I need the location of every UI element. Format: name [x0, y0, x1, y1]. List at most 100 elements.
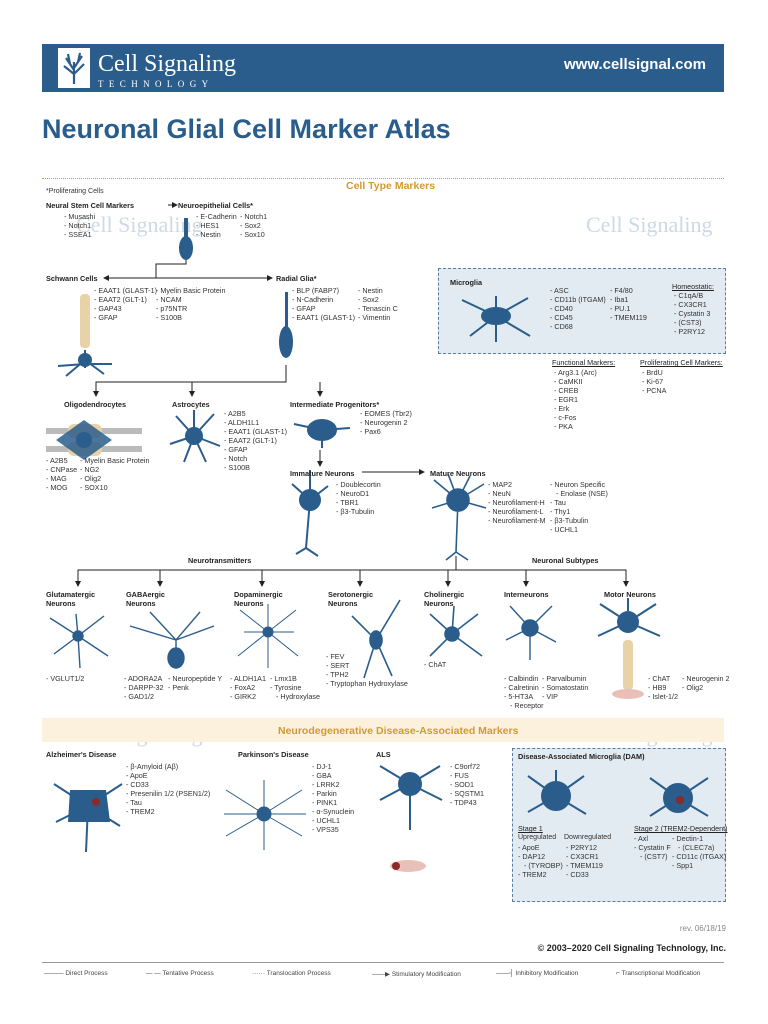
marker: ChAT: [648, 674, 678, 683]
marker: VGLUT1/2: [46, 674, 84, 683]
marker: Parkin: [312, 789, 354, 798]
parkinsons-markers: DJ-1 GBA LRRK2 Parkin PINK1 α-Synuclein …: [312, 762, 354, 834]
mature-markers-b: Neuron Specific Enolase (NSE) Tau Thy1 β…: [550, 480, 608, 534]
marker: EAAT2 (GLT-1): [94, 295, 157, 304]
marker: Dectin-1: [672, 834, 726, 843]
serotonergic-neuron-icon: [351, 599, 401, 679]
intermediate-progenitor-icon: [293, 419, 351, 448]
marker: NeuN: [488, 489, 546, 498]
marker: ChAT: [424, 660, 446, 669]
dam-stage2: Stage 2 (TREM2-Dependent): [634, 824, 728, 833]
marker: S100B: [224, 463, 287, 472]
marker: DARPP-32: [124, 683, 163, 692]
proliferating-heading: Proliferating Cell Markers:: [640, 358, 723, 367]
marker: GAD1/2: [124, 692, 164, 701]
dopaminergic-markers-b: Lmx1B Tyrosine Hydroxylase: [270, 674, 320, 701]
gabaergic-neuron-icon: [129, 611, 215, 669]
dam-label: Disease-Associated Microglia (DAM): [518, 752, 645, 761]
immature-neuron-icon: [291, 470, 329, 557]
microglia-markers-b: F4/80 Iba1 PU.1 TMEM119: [610, 286, 647, 322]
marker: Iba1: [610, 295, 647, 304]
marker: (CLEC7a): [672, 843, 726, 852]
marker: CD33: [126, 780, 210, 789]
marker: ApoE: [126, 771, 210, 780]
marker: ALDH1A1: [230, 674, 266, 683]
marker: F4/80: [610, 286, 647, 295]
marker: Neurogenin 2: [360, 418, 412, 427]
parkinsons-label: Parkinson's Disease: [238, 750, 309, 759]
marker: Notch1: [64, 221, 95, 230]
microglia-cell-icon: [461, 296, 531, 342]
marker: Cystatin F: [634, 843, 670, 852]
marker: Cystatin 3: [674, 309, 710, 318]
legend-tentative: — — Tentative Process: [146, 970, 214, 977]
section-divider: [42, 178, 724, 180]
marker: Neurofilament-M: [488, 516, 545, 525]
website-link[interactable]: www.cellsignal.com: [564, 56, 706, 73]
marker: ApoE: [518, 843, 563, 852]
marker: FoxA2: [230, 683, 266, 692]
motor-markers-b: Neurogenin 2 Olig2: [682, 674, 729, 692]
proliferating-markers: BrdU Ki-67 PCNA: [642, 368, 666, 395]
brand-title: Cell Signaling: [98, 51, 236, 77]
marker: CX3CR1: [566, 852, 603, 861]
parkinsons-neuron-icon: [224, 780, 306, 850]
brand-subtitle: TECHNOLOGY: [98, 79, 214, 89]
dam-upregulated: ApoE DAP12 (TYROBP) TREM2: [518, 843, 563, 879]
header: Cell Signaling TECHNOLOGY www.cellsignal…: [0, 0, 768, 100]
als-neuron-icon: [379, 765, 443, 872]
marker: EAAT1 (GLAST-1): [292, 313, 355, 322]
marker: (TYROBP): [518, 861, 562, 870]
dam-stage1: Stage 1: [518, 824, 543, 833]
motor-neurons-label: Motor Neurons: [604, 590, 656, 599]
marker: β3-Tubulin: [336, 507, 381, 516]
marker: Calbindin: [504, 674, 544, 683]
marker: MAG: [46, 474, 77, 483]
cholinergic-neuron-icon: [429, 605, 483, 657]
marker: FEV: [326, 652, 408, 661]
section-title-cell-types: Cell Type Markers: [346, 180, 436, 192]
motor-neuron-icon: [597, 598, 661, 699]
marker: NeuroD1: [336, 489, 381, 498]
marker: Sox2: [358, 295, 398, 304]
marker: Thy1: [550, 507, 608, 516]
neuroepithelial-markers-b: Notch1 Sox2 Sox10: [240, 212, 267, 239]
marker: Arg3.1 (Arc): [554, 368, 597, 377]
marker: S100B: [156, 313, 226, 322]
astrocytes-label: Astrocytes: [172, 400, 210, 409]
marker: β3-Tubulin: [550, 516, 608, 525]
neuroepithelial-label: Neuroepithelial Cells*: [178, 201, 254, 210]
marker: DAP12: [518, 852, 563, 861]
marker: GFAP: [292, 304, 355, 313]
marker: A2B5: [224, 409, 287, 418]
legend-direct: ——— Direct Process: [44, 970, 108, 977]
marker: Lmx1B: [270, 674, 320, 683]
marker: ASC: [550, 286, 606, 295]
marker: HES1: [196, 221, 237, 230]
neurotransmitters-label: Neurotransmitters: [188, 556, 252, 565]
intermediate-progenitors-label: Intermediate Progenitors*: [290, 400, 380, 409]
revision-date: rev. 06/18/19: [679, 924, 726, 933]
neuroepithelial-cell-icon: [179, 218, 193, 260]
dam-stage2-markers-a: Axl Cystatin F (CST7): [634, 834, 671, 861]
marker: NCAM: [156, 295, 226, 304]
oligodendrocytes-markers-a: A2B5 CNPase MAG MOG: [46, 456, 77, 492]
schwann-markers-a: EAAT1 (GLAST-1) EAAT2 (GLT-1) GAP43 GFAP: [94, 286, 157, 322]
astrocyte-icon: [169, 410, 221, 463]
watermark: Cell Signaling: [76, 212, 203, 237]
marker: Nestin: [196, 230, 237, 239]
oligodendrocytes-markers-b: Myelin Basic Protein NG2 Olig2 SOX10: [80, 456, 150, 492]
marker: Penk: [168, 683, 222, 692]
marker: C9orf72: [450, 762, 484, 771]
copyright: © 2003–2020 Cell Signaling Technology, I…: [537, 943, 726, 953]
marker: Enolase (NSE): [550, 489, 608, 498]
gabaergic-markers-a: ADORA2A DARPP-32 GAD1/2: [124, 674, 164, 701]
marker: NG2: [80, 465, 150, 474]
marker: GFAP: [224, 445, 287, 454]
marker: TBR1: [336, 498, 381, 507]
marker: TREM2: [126, 807, 210, 816]
marker: β-Amyloid (Aβ): [126, 762, 210, 771]
marker: Myelin Basic Protein: [156, 286, 225, 295]
